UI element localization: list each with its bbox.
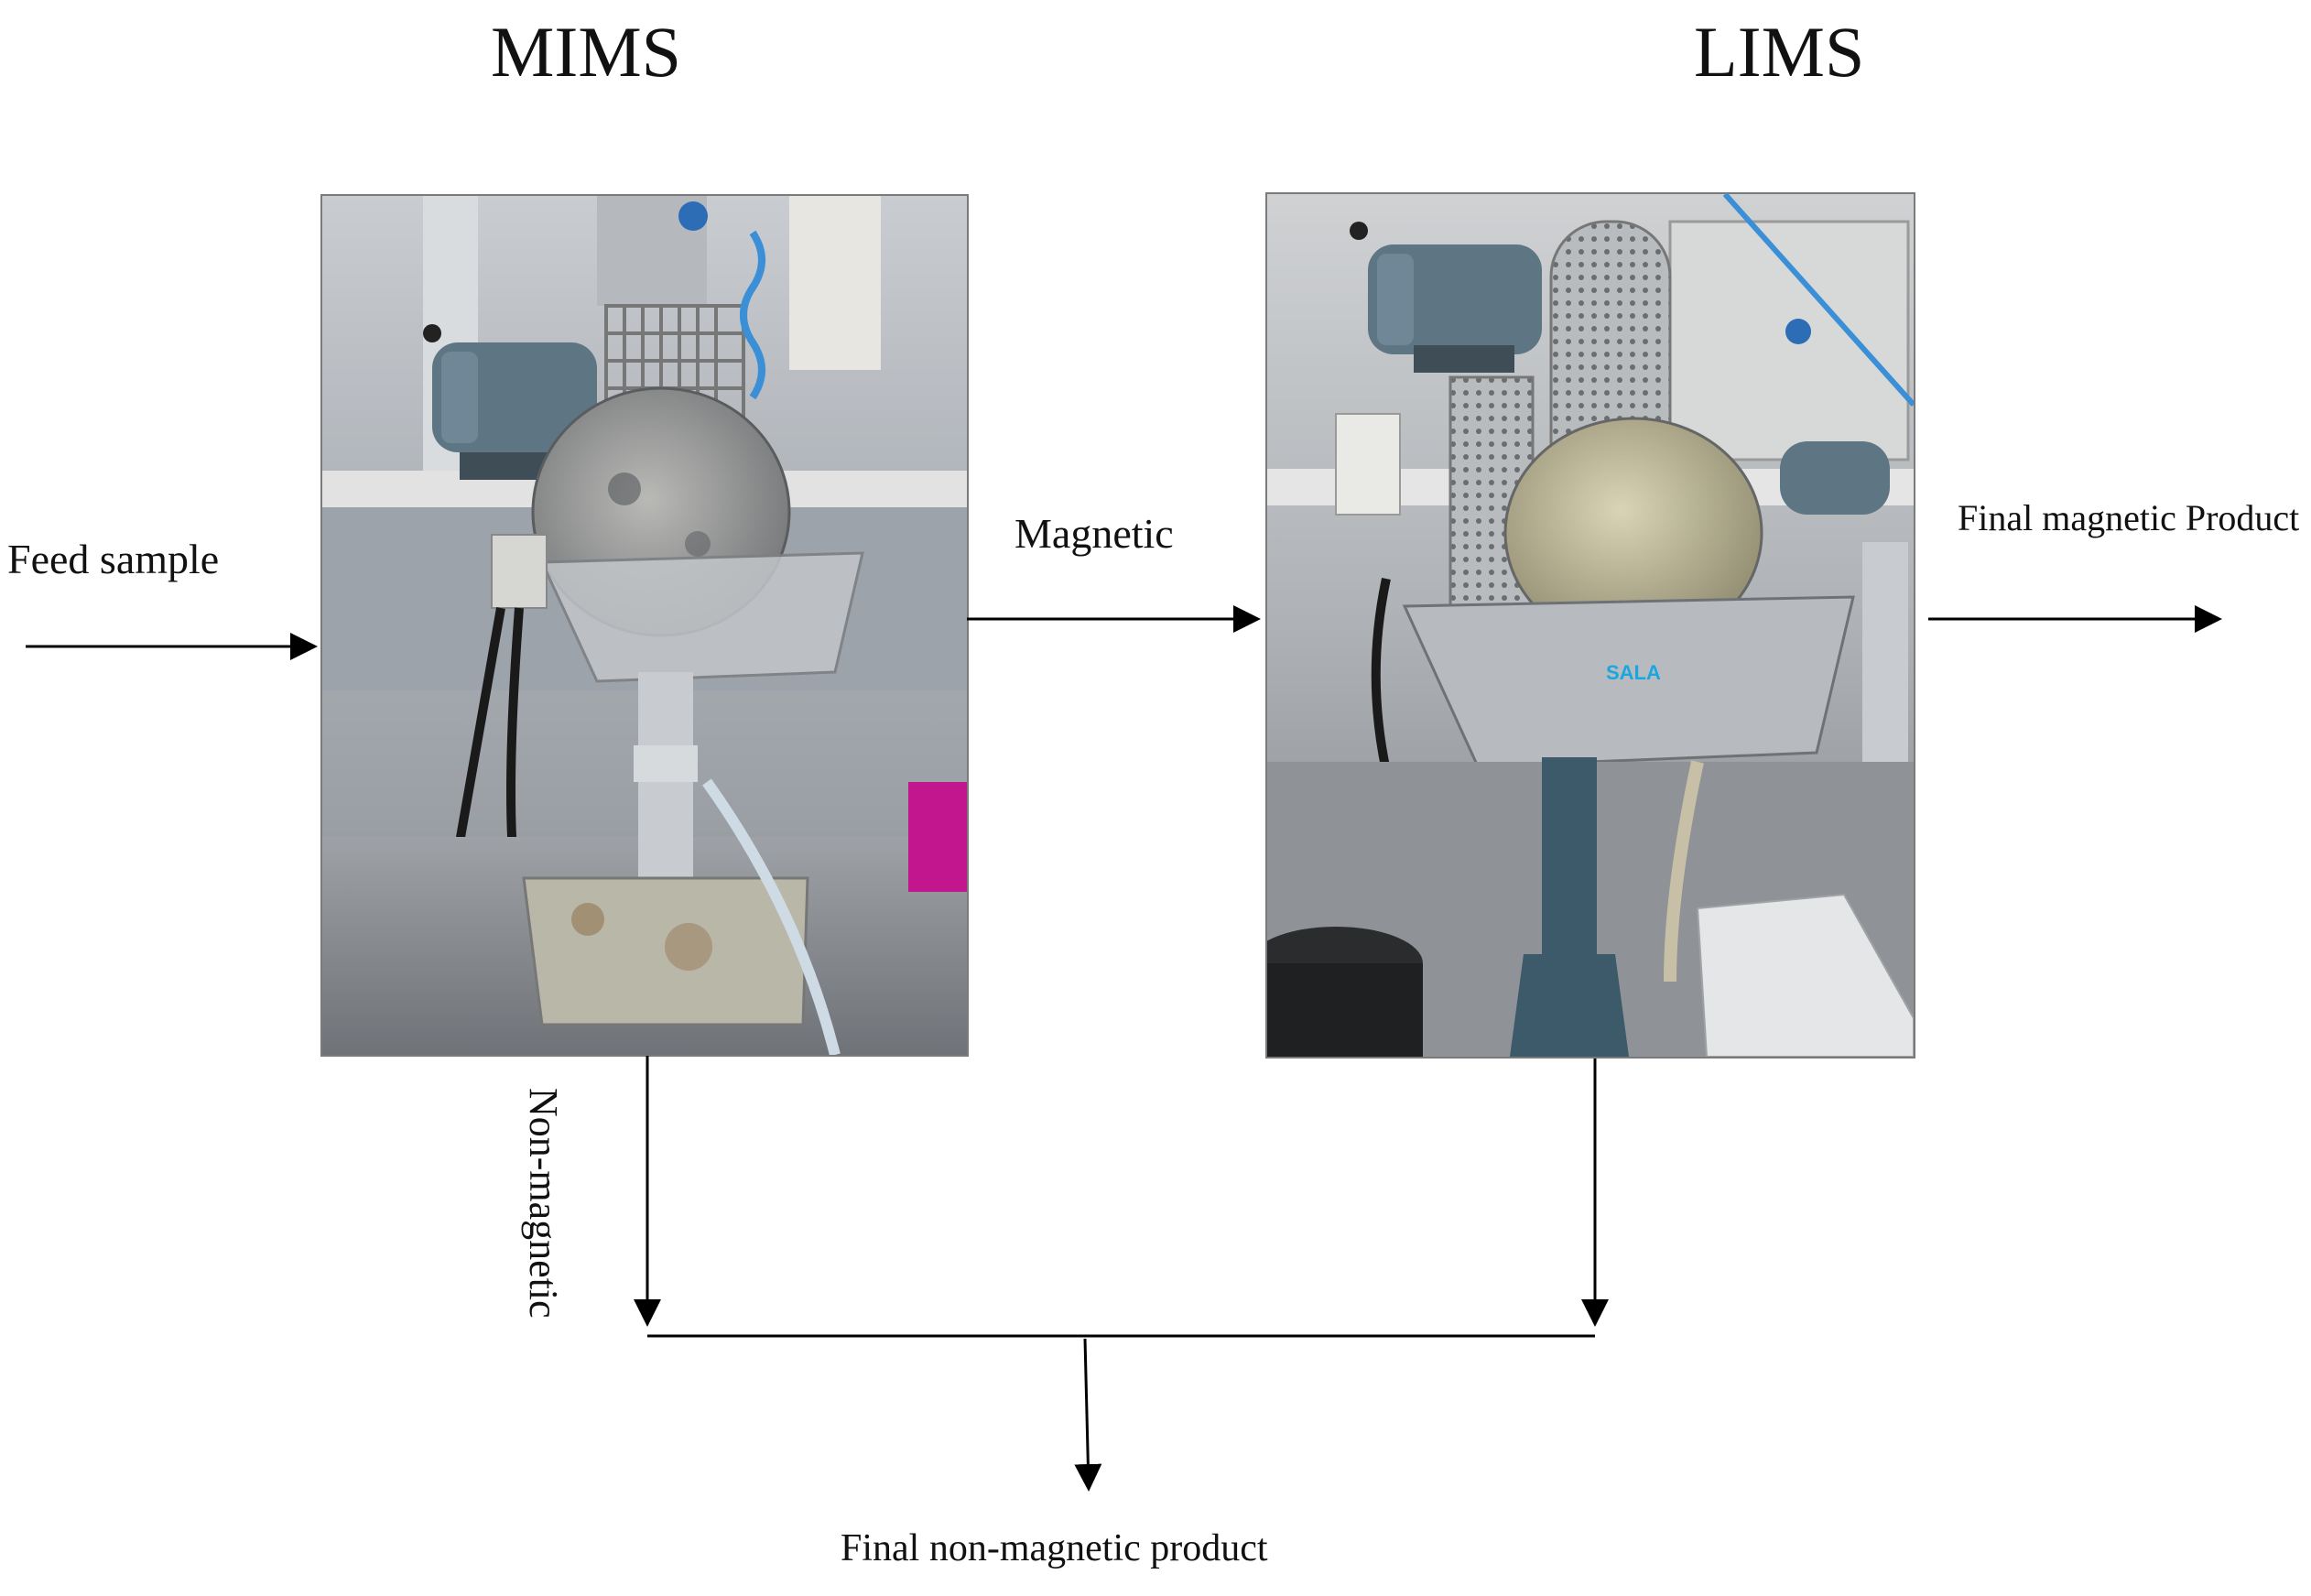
lims-separator-photo: SALA [1265, 192, 1915, 1059]
label-final-non-magnetic-product: Final non-magnetic product [841, 1527, 1268, 1569]
title-mims: MIMS [491, 12, 682, 92]
mims-separator-photo [320, 194, 969, 1057]
mims-photo-illustration [322, 196, 967, 1055]
label-feed-sample: Feed sample [7, 536, 220, 582]
lims-photo-illustration: SALA [1267, 194, 1914, 1057]
label-final-magnetic-product: Final magnetic Product [1958, 497, 2300, 538]
title-lims: LIMS [1694, 12, 1865, 92]
label-magnetic: Magnetic [1014, 510, 1174, 557]
sala-brand-mark: SALA [1606, 661, 1661, 684]
arrow-final-nonmagnetic [1074, 1338, 1102, 1492]
